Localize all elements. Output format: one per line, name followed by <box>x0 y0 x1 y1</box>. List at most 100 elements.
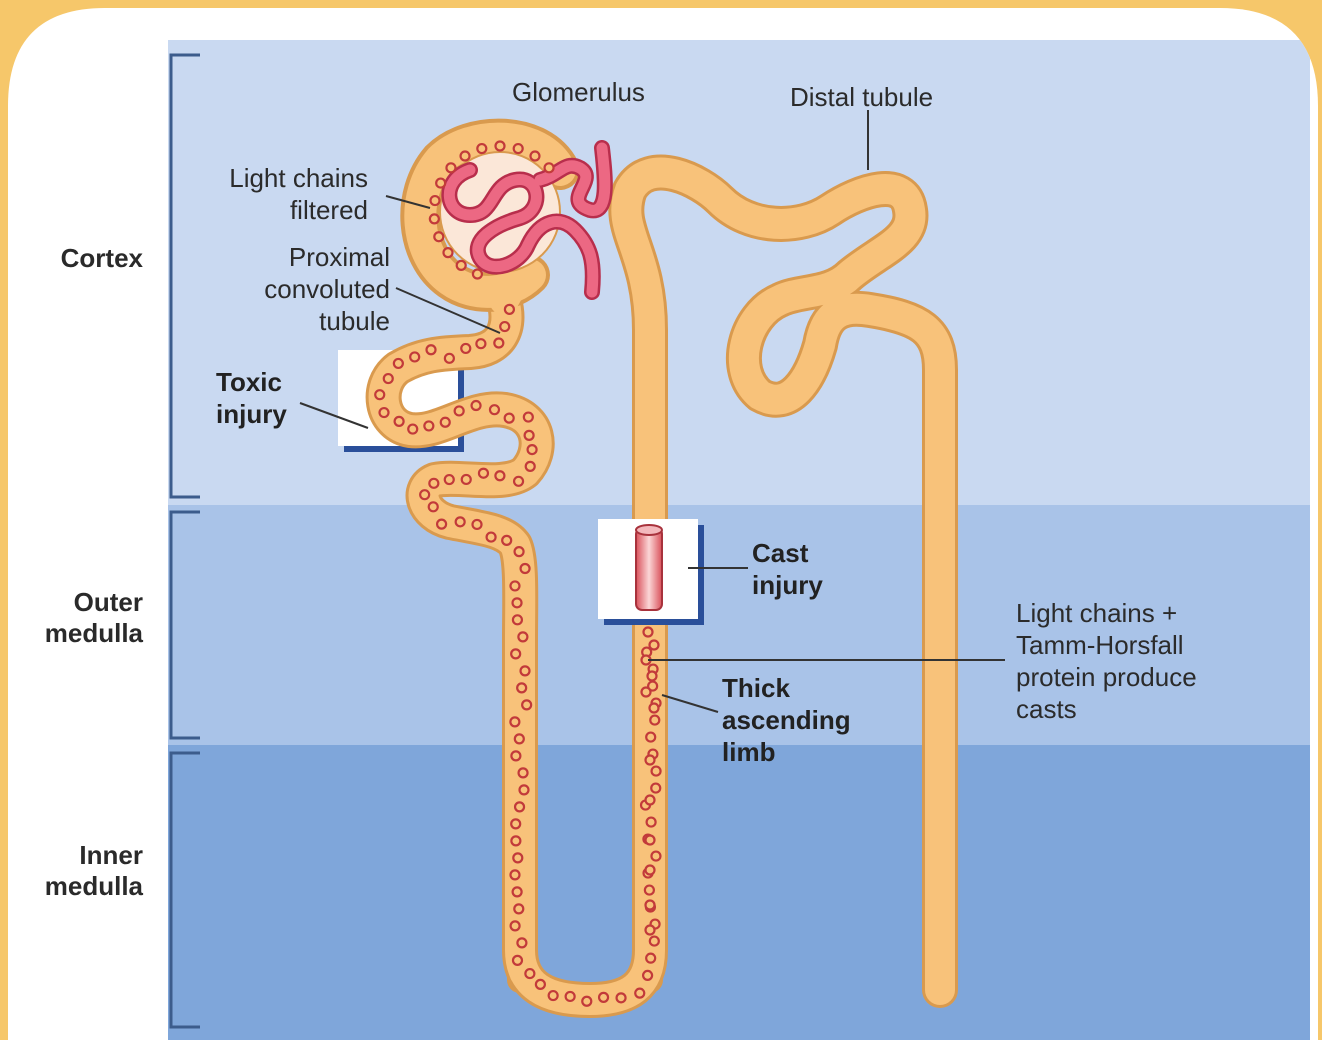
casts-note-line-3: protein produce <box>1016 661 1197 693</box>
casts-note-line-1: Light chains + <box>1016 597 1197 629</box>
light-chain-dot <box>651 784 660 793</box>
light-chain-dot <box>420 490 429 499</box>
cortex-label: Cortex <box>30 243 143 274</box>
toxic-injury-label: Toxic injury <box>216 366 287 430</box>
thick-line-3: limb <box>722 736 851 768</box>
light-chain-dot <box>384 374 393 383</box>
toxic-line-1: Toxic <box>216 366 287 398</box>
light-chain-dot <box>510 870 519 879</box>
light-chain-dot <box>521 564 530 573</box>
light-chain-dot <box>525 431 534 440</box>
light-chain-dot <box>380 408 389 417</box>
light-chain-dot <box>524 413 533 422</box>
light-chain-dot <box>650 704 659 713</box>
light-chain-dot <box>536 980 545 989</box>
light-chains-line-1: Light chains <box>190 162 368 194</box>
light-chain-dot <box>511 921 520 930</box>
light-chain-dot <box>510 581 519 590</box>
light-chain-dot <box>582 997 591 1006</box>
light-chain-dot <box>513 615 522 624</box>
thick-ascending-limb-label: Thick ascending limb <box>722 672 851 768</box>
light-chain-dot <box>476 339 485 348</box>
light-chain-dot <box>500 322 509 331</box>
light-chain-dot <box>477 144 486 153</box>
light-chain-dot <box>394 359 403 368</box>
light-chain-dot <box>505 414 514 423</box>
light-chain-dot <box>434 232 443 241</box>
light-chains-line-2: filtered <box>190 194 368 226</box>
casts-note-line-2: Tamm-Horsfall <box>1016 629 1197 661</box>
light-chain-dot <box>646 866 655 875</box>
light-chain-dot <box>519 768 528 777</box>
light-chain-dot <box>517 938 526 947</box>
inner-medulla-line-1: Inner <box>30 840 143 871</box>
light-chain-dot <box>646 901 655 910</box>
light-chain-dot <box>494 339 503 348</box>
light-chain-dot <box>511 819 520 828</box>
toxic-line-2: injury <box>216 398 287 430</box>
light-chain-dot <box>502 536 511 545</box>
light-chain-dot <box>487 533 496 542</box>
light-chain-dot <box>526 462 535 471</box>
light-chain-dot <box>635 989 644 998</box>
proximal-line-1: Proximal <box>200 241 390 273</box>
light-chain-dot <box>617 993 626 1002</box>
light-chain-dot <box>431 196 440 205</box>
light-chain-dot <box>429 502 438 511</box>
light-chain-dot <box>515 547 524 556</box>
thick-line-1: Thick <box>722 672 851 704</box>
light-chain-dot <box>646 836 655 845</box>
outer-medulla-line-1: Outer <box>30 587 143 618</box>
light-chain-dot <box>549 991 558 1000</box>
light-chain-dot <box>513 853 522 862</box>
casts-note-line-4: casts <box>1016 693 1197 725</box>
outer-medulla-label: Outer medulla <box>30 587 143 649</box>
glomerulus-label: Glomerulus <box>512 76 645 108</box>
proximal-line-3: tubule <box>200 305 390 337</box>
light-chain-dot <box>643 971 652 980</box>
proximal-line-2: convoluted <box>200 273 390 305</box>
light-chain-dot <box>462 475 471 484</box>
light-chain-dot <box>528 445 537 454</box>
light-chain-dot <box>510 717 519 726</box>
light-chain-dot <box>521 666 530 675</box>
light-chain-dot <box>375 390 384 399</box>
light-chain-dot <box>642 688 651 697</box>
light-chain-dot <box>457 261 466 270</box>
light-chain-dot <box>599 993 608 1002</box>
light-chain-dot <box>650 716 659 725</box>
light-chain-dot <box>456 517 465 526</box>
light-chain-dot <box>566 992 575 1001</box>
light-chain-dot <box>496 142 505 151</box>
cast-injury-box <box>598 519 704 625</box>
light-chain-dot <box>511 649 520 658</box>
light-chain-dot <box>514 144 523 153</box>
light-chain-dot <box>479 469 488 478</box>
light-chain-dot <box>645 886 654 895</box>
light-chain-dot <box>445 354 454 363</box>
inner-medulla-label: Inner medulla <box>30 840 143 902</box>
thick-line-2: ascending <box>722 704 851 736</box>
light-chain-dot <box>513 598 522 607</box>
light-chain-dot <box>505 305 514 314</box>
light-chain-dot <box>518 632 527 641</box>
inner-medulla-zone <box>168 745 1310 1040</box>
light-chain-dot <box>522 700 531 709</box>
light-chain-dot <box>410 352 419 361</box>
light-chain-dot <box>441 418 450 427</box>
light-chain-dot <box>436 179 445 188</box>
light-chain-dot <box>646 954 655 963</box>
light-chain-dot <box>430 214 439 223</box>
light-chain-dot <box>408 425 417 434</box>
cast-line-2: injury <box>752 569 823 601</box>
cast-injury-label: Cast injury <box>752 537 823 601</box>
light-chain-dot <box>472 401 481 410</box>
distal-tubule-label: Distal tubule <box>790 81 933 113</box>
light-chain-dot <box>545 163 554 172</box>
light-chain-dot <box>455 406 464 415</box>
light-chain-dot <box>515 734 524 743</box>
light-chain-dot <box>461 344 470 353</box>
light-chain-dot <box>473 270 482 279</box>
